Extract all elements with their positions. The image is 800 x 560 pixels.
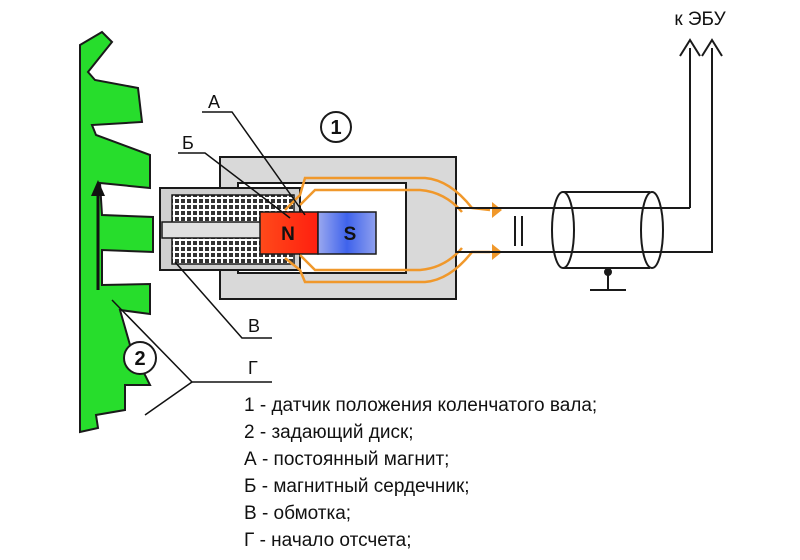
magnet-s-pole	[317, 211, 377, 255]
leader-a	[202, 111, 306, 216]
leader-b	[178, 152, 291, 219]
ground-icon	[590, 268, 626, 291]
core-pin	[161, 221, 273, 239]
label-g: Г	[248, 358, 258, 378]
shielded-cable	[551, 191, 700, 269]
label-v: В	[248, 316, 260, 336]
ecu-wires	[679, 38, 723, 253]
master-disk	[79, 30, 154, 434]
label-a: А	[208, 92, 220, 112]
callout-2-label: 2	[134, 348, 145, 370]
magnet-n-pole	[259, 211, 319, 255]
legend-item-6: Г - начало отсчета;	[244, 530, 412, 551]
label-b: Б	[182, 133, 194, 153]
legend-item-5: В - обмотка;	[244, 503, 351, 524]
sensor-leads	[456, 207, 560, 253]
ecu-label: к ЭБУ	[674, 9, 726, 30]
callout-1-circle	[320, 111, 352, 143]
magnet-n-label: N	[281, 224, 295, 245]
legend-item-2: 2 - задающий диск;	[244, 422, 414, 443]
callout-2-circle	[123, 341, 157, 375]
rotation-arrow-icon	[91, 180, 105, 290]
callout-1-label: 1	[330, 117, 341, 139]
leader-v	[174, 261, 272, 339]
legend-item-3: А - постоянный магнит;	[244, 449, 449, 470]
magnet-s-label: S	[344, 224, 357, 245]
legend: 1 - датчик положения коленчатого вала; 2…	[244, 395, 597, 551]
legend-item-1: 1 - датчик положения коленчатого вала;	[244, 395, 597, 416]
legend-item-4: Б - магнитный сердечник;	[244, 476, 470, 497]
